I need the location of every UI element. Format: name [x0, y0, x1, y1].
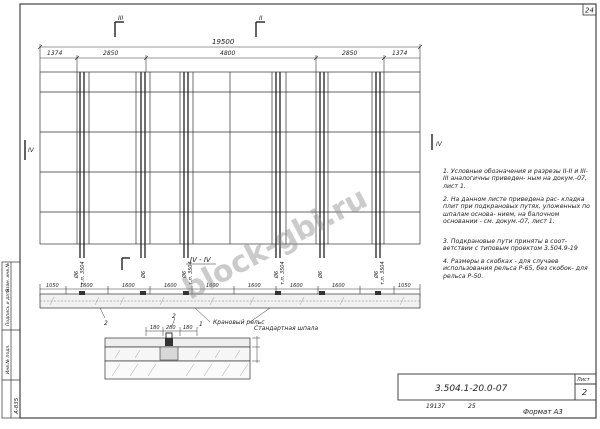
sheet-label: Лист [576, 377, 591, 383]
note-4-text: 4. Размеры в скобках - для случаев испол… [443, 258, 588, 280]
dim-bottom-5: 1600 [206, 283, 219, 289]
section-label-top-left: III [118, 15, 124, 22]
dim-bottom-4: 1600 [164, 283, 177, 289]
rail-labels: Ø6 т.п. 3504 Ø6 Ø6 т.п. 3504 Ø6 т.п. 350… [73, 261, 386, 285]
dim-top-span-4: 2850 [342, 50, 357, 57]
rail-label-1: Ø6 [73, 271, 80, 279]
page-number-box [582, 3, 597, 16]
dim-detail-b: 280 [166, 325, 176, 331]
dim-bottom-8: 1600 [332, 283, 345, 289]
rail-label-5: Ø6 [317, 271, 324, 279]
label-crane-rail: Крановый рельс [213, 319, 265, 326]
side-stamp-1: Инв.№ подл. [5, 344, 11, 374]
detail-dimensions [145, 327, 198, 336]
doc-code: 3.504.1-20.0-07 [435, 384, 508, 394]
note-2: 2. На данном листе приведена рас- кладка… [443, 196, 593, 226]
side-stamp-3: Взам. инв.№ [5, 263, 11, 292]
format-label: Формат А3 [523, 408, 563, 416]
rail-sublabel-1: т.п. 3504 [80, 261, 86, 285]
dim-bottom-2: 1600 [80, 283, 93, 289]
section-label-mid: IV - IV [190, 256, 212, 264]
section-marker-mid [121, 257, 130, 270]
rail-sublabel-6: т.п. 3504 [380, 261, 386, 285]
dim-top-total: 19500 [212, 38, 235, 46]
note-4: 4. Размеры в скобках - для случаев испол… [443, 258, 593, 280]
rail-sublabel-4: т.п. 3504 [280, 261, 286, 285]
page-number: 24 [585, 7, 594, 15]
dim-top-span-2: 2850 [103, 50, 118, 57]
section-band [39, 291, 421, 309]
callout-2-mid: 2 [172, 313, 176, 320]
dim-top-span-5: 1374 [392, 50, 407, 57]
note-1-text: 1. Условные обозначения и разрезы II-II … [443, 168, 588, 190]
sheet-number: 2 [582, 388, 587, 397]
section-label-top-right: II [259, 15, 263, 22]
rail-label-4: Ø6 [273, 271, 280, 279]
section-marker-top-right [255, 21, 265, 37]
section-label-left: IV [28, 147, 35, 154]
dim-bottom-9: 1050 [398, 283, 411, 289]
dim-detail-a: 180 [150, 325, 160, 331]
inv-number: 19137 [426, 403, 445, 410]
slab-plan [39, 71, 421, 245]
side-stamp-2: Подпись и дата [5, 288, 11, 326]
dim-bottom-1: 1050 [46, 283, 59, 289]
dim-top-span-1: 1374 [47, 50, 62, 57]
top-dimensions [37, 44, 423, 72]
note-1: 1. Условные обозначения и разрезы II-II … [443, 168, 593, 190]
detail-leaders [99, 307, 271, 327]
callout-1: 1 [199, 321, 203, 328]
note-3-text: 3. Подкрановые пути приняты в соот- ветс… [443, 238, 578, 253]
dim-detail-c: 180 [183, 325, 193, 331]
rail-sublabel-3: т.п. 3504 [188, 261, 194, 285]
dim-bottom-3: 1600 [122, 283, 135, 289]
rail-label-3: Ø6 [181, 271, 188, 279]
section-marker-top-left [114, 21, 124, 37]
dim-top-span-3: 4800 [220, 50, 235, 57]
sheet-frame [19, 3, 597, 419]
label-sleeper: Стандартная шпала [254, 325, 318, 332]
rail-label-6: Ø6 [373, 271, 380, 279]
side-code: А-835 [14, 397, 20, 415]
rail-label-2: Ø6 [140, 271, 147, 279]
crane-rails [79, 72, 381, 258]
section-label-right: IV [436, 141, 443, 148]
note-3: 3. Подкрановые пути приняты в соот- ветс… [443, 238, 593, 253]
callout-2-left: 2 [104, 320, 108, 327]
dim-bottom-7: 1600 [290, 283, 303, 289]
rail-detail [104, 332, 251, 380]
dim-bottom-6: 1600 [248, 283, 261, 289]
note-2-text: 2. На данном листе приведена рас- кладка… [443, 196, 590, 226]
detail-right-dims [252, 336, 260, 363]
side-stamp [1, 261, 21, 419]
title-block [397, 373, 597, 401]
copy-number: 25 [468, 403, 476, 410]
